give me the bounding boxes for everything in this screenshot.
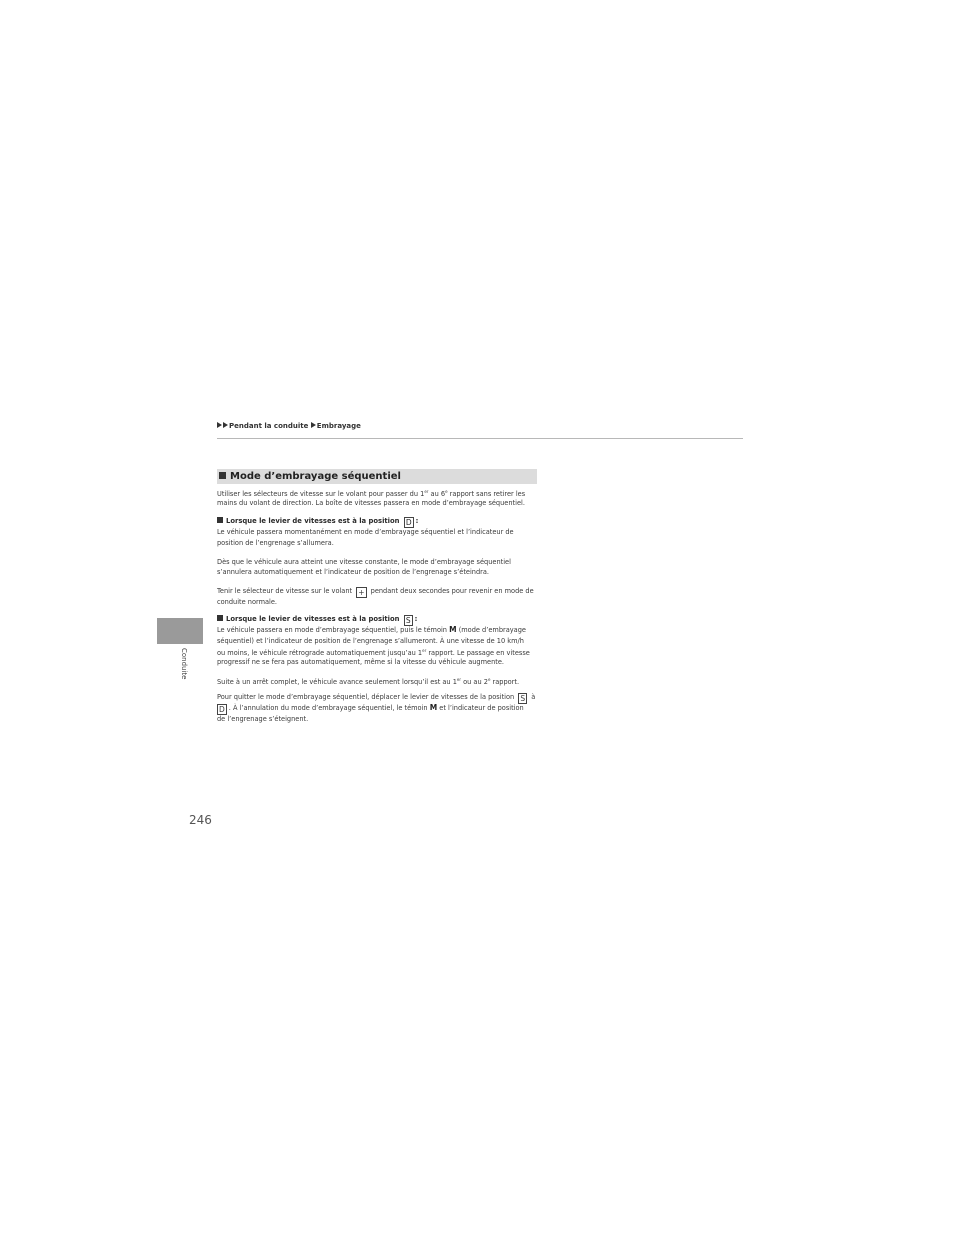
subheading-text: Lorsque le levier de vitesses est à la p… xyxy=(226,517,400,525)
text: (mode d’embrayage xyxy=(458,626,526,634)
paragraph-line: Suite à un arrêt complet, le véhicule av… xyxy=(217,675,519,688)
subheading-text: Lorsque le levier de vitesses est à la p… xyxy=(226,615,400,623)
breadcrumb-level1[interactable]: Pendant la conduite xyxy=(229,422,309,430)
text: pendant deux secondes pour revenir en mo… xyxy=(370,587,534,595)
colon: : xyxy=(414,615,418,623)
paragraph-line: Pour quitter le mode d’embrayage séquent… xyxy=(217,692,535,704)
text: à xyxy=(531,693,536,701)
text: rapport. Le passage en vitesse xyxy=(426,649,530,657)
side-tab[interactable] xyxy=(157,618,203,644)
text: Utiliser les sélecteurs de vitesse sur l… xyxy=(217,490,425,498)
superscript: er xyxy=(422,648,427,653)
text: ou moins, le véhicule rétrograde automat… xyxy=(217,649,423,657)
gear-s-key-icon: S xyxy=(518,693,528,704)
superscript: er xyxy=(456,677,462,682)
text: au 6 xyxy=(428,490,446,498)
paragraph-line: séquentiel) et l’indicateur de position … xyxy=(217,637,524,645)
breadcrumb-arrow-icon xyxy=(310,422,316,428)
text: ou au 2 xyxy=(461,678,488,686)
section-title: Mode d’embrayage séquentiel xyxy=(217,469,537,484)
text: rapport. xyxy=(490,678,520,686)
breadcrumb-level2[interactable]: Embrayage xyxy=(316,422,361,430)
paragraph-line: Tenir le sélecteur de vitesse sur le vol… xyxy=(217,586,534,598)
text: rapport sans retirer les xyxy=(447,490,526,498)
paragraph-line: Le véhicule passera en mode d’embrayage … xyxy=(217,625,526,636)
text: Suite à un arrêt complet, le véhicule av… xyxy=(217,678,457,686)
page-number: 246 xyxy=(189,813,212,827)
gear-s-key-icon: S xyxy=(403,615,413,626)
m-indicator-label: M xyxy=(429,703,438,712)
superscript: e xyxy=(487,677,491,682)
text: . À l’annulation du mode d’embrayage séq… xyxy=(228,704,428,712)
paragraph-line: position de l’engrenage s’allumera. xyxy=(217,539,334,547)
paragraph-line: de l’engrenage s’éteignent. xyxy=(217,715,309,723)
gear-d-key-icon: D xyxy=(403,517,414,528)
side-tab-label: Conduite xyxy=(180,648,188,680)
intro-paragraph-line: Utiliser les sélecteurs de vitesse sur l… xyxy=(217,487,525,500)
breadcrumb-arrow-icon xyxy=(223,422,228,428)
superscript: er xyxy=(424,489,429,494)
header-divider xyxy=(217,438,743,439)
breadcrumb: Pendant la conduite Embrayage xyxy=(217,422,361,430)
paragraph-line: Dès que le véhicule aura atteint une vit… xyxy=(217,558,511,566)
gear-d-key-icon: D xyxy=(217,704,227,715)
paragraph-line: ou moins, le véhicule rétrograde automat… xyxy=(217,646,530,659)
plus-paddle-key-icon: + xyxy=(356,587,367,598)
paragraph-line: conduite normale. xyxy=(217,598,278,606)
colon: : xyxy=(415,517,419,525)
breadcrumb-arrow-icon xyxy=(217,422,222,428)
square-bullet-icon xyxy=(217,517,223,523)
paragraph-line: D. À l’annulation du mode d’embrayage sé… xyxy=(217,703,524,715)
text: Pour quitter le mode d’embrayage séquent… xyxy=(217,693,515,701)
square-bullet-icon xyxy=(217,615,223,621)
paragraph-line: Le véhicule passera momentanément en mod… xyxy=(217,528,514,536)
square-bullet-icon xyxy=(219,472,226,479)
m-indicator-label: M xyxy=(449,625,457,634)
text: Le véhicule passera en mode d’embrayage … xyxy=(217,626,447,634)
intro-paragraph-line: mains du volant de direction. La boîte d… xyxy=(217,499,525,507)
text: Tenir le sélecteur de vitesse sur le vol… xyxy=(217,587,353,595)
paragraph-line: s’annulera automatiquement et l’indicate… xyxy=(217,568,490,576)
superscript: e xyxy=(445,489,448,494)
text: et l’indicateur de position xyxy=(439,704,524,712)
subheading-d-position: Lorsque le levier de vitesses est à la p… xyxy=(217,517,418,528)
section-title-text: Mode d’embrayage séquentiel xyxy=(230,471,401,482)
subheading-s-position: Lorsque le levier de vitesses est à la p… xyxy=(217,615,417,626)
paragraph-line: progressif ne se fera pas automatiquemen… xyxy=(217,658,505,666)
